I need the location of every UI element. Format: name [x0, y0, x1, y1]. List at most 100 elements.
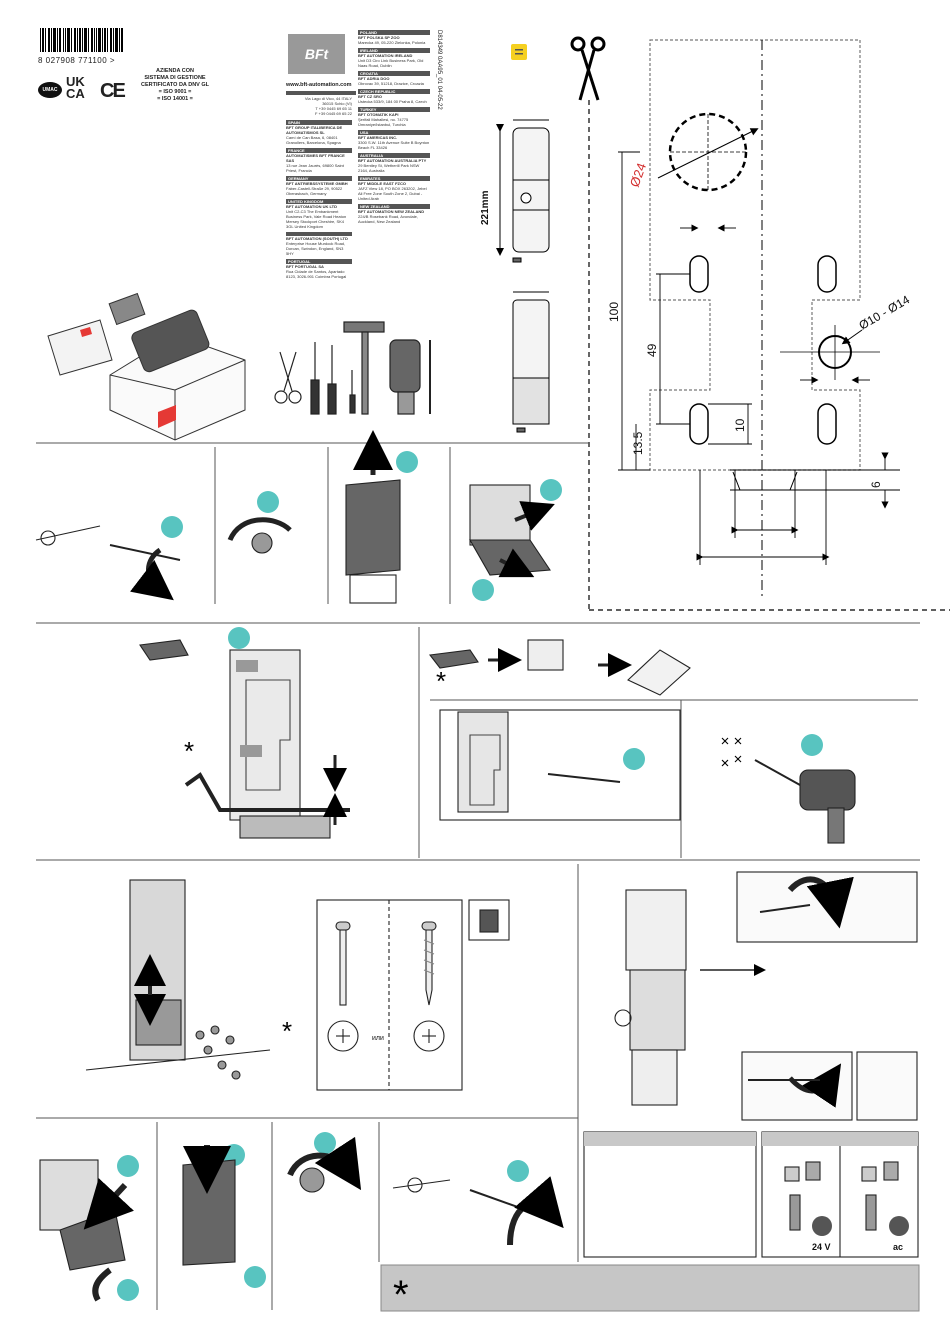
dim-49: 49 — [645, 343, 659, 357]
distributor-address: Unit C2-C3 The Embankment Business Park,… — [286, 209, 347, 229]
distributor-country: CROATIA — [358, 71, 430, 76]
dim-6: 6 — [869, 481, 883, 488]
dim-13-5: 13.5 — [631, 431, 645, 455]
ukca-mark: UK CA — [66, 74, 85, 101]
distributor-name: BFT AUTOMATION UK LTD — [286, 204, 337, 209]
distributor-name: BFT AMERICAS INC. — [358, 135, 398, 140]
brand-hq: Via Lago di Vico, 44 ITALY — [304, 96, 352, 101]
umac-text: UMAC — [42, 87, 58, 93]
distributor-country — [286, 232, 352, 236]
dc-power-icon — [812, 1216, 832, 1236]
distributor-country: NEW ZEALAND — [358, 204, 430, 209]
brand-hq-city: 36015 Schio (VI) — [322, 101, 352, 106]
cut-line — [588, 100, 950, 611]
tools — [274, 321, 431, 415]
bft-logo-text: BFt — [304, 46, 329, 62]
distributor-address: JAFZ View 18, PO BOX 263202, Jebel Ali F… — [358, 186, 427, 201]
distributor-address: Obrovac 39, 51218, Drazice, Croazia — [358, 81, 424, 86]
barcode-bars — [40, 28, 123, 52]
dim-d10-14: Ø10 - Ø14 — [857, 292, 913, 332]
distributor-country: USA — [358, 130, 430, 135]
section-separators — [36, 442, 920, 1119]
cert-line3: CERTIFICATO DA DNV GL — [140, 82, 210, 88]
ukca-bottom: CA — [66, 86, 85, 101]
ce-mark: CE — [100, 80, 126, 102]
cert-line4: = ISO 9001 = — [158, 89, 192, 95]
step-illustrations: * * * — [35, 430, 919, 1302]
barcode — [40, 28, 125, 56]
distributor-country: PORTUGAL — [286, 259, 352, 264]
product-side-view — [512, 291, 550, 433]
asterisk-icon: * — [184, 736, 194, 766]
certification-block: AZIENDA CON SISTEMA DI GESTIONE CERTIFIC… — [130, 68, 220, 103]
label-24v: 24 V — [812, 1242, 831, 1252]
distributor-address: Enterprise House Murdock Road, Dorcan, S… — [286, 241, 346, 256]
distributor-country: TURKEY — [358, 107, 430, 112]
scissors-icon — [570, 36, 606, 101]
distributor-name: BFT AUTOMATION IRELAND — [358, 53, 413, 58]
barcode-digits: 8 027908 771100 > — [38, 56, 116, 65]
distributor-name: BFT AUTOMATION (SOUTH) LTD — [286, 236, 348, 241]
brand-website: www.bft-automation.com — [286, 82, 352, 88]
distributor-name: BFT AUTOMATION NEW ZEALAND — [358, 209, 425, 214]
distributor-country: FRANCE — [286, 148, 352, 153]
distributor-address: Marecka 49, 05-220 Zielonka, Polonia — [358, 40, 426, 45]
drilling-template — [618, 39, 900, 600]
cert-line2: SISTEMA DI GESTIONE — [144, 75, 206, 81]
distributor-address: 3300 S.W. 11th Avenue Suite B Boynton Be… — [358, 140, 430, 150]
screw-or-label: или — [372, 1035, 384, 1042]
label-ac: ac — [893, 1242, 903, 1252]
cert-line5: = ISO 14001 = — [157, 96, 193, 102]
distributor-name: BFT POLSKA SP ZOO — [358, 35, 400, 40]
asterisk-icon: * — [282, 1016, 292, 1046]
distributor-name: BFT AUTOMATION AUSTRALIA PTY — [358, 158, 427, 163]
template-piece — [139, 639, 189, 661]
distributor-country: SPAIN — [286, 120, 352, 125]
distributor-address: 13 rue Jean Jaurès, 69800 Saint Priest, … — [286, 163, 344, 173]
distributor-name: BFT CZ SRO — [358, 94, 382, 99]
distributor-address: Ustecka 533/9, 184 00 Praha 8, Czech — [358, 99, 427, 104]
height-dim: 221mm — [480, 190, 491, 225]
dim-d24: Ø24 — [627, 161, 650, 189]
umac-logo: UMAC — [38, 82, 62, 98]
distributor-name: AUTOMATISMES BFT FRANCE SAS — [286, 153, 345, 163]
distributor-address: Faber-Castell-Straße 29, 90522 Oberasbac… — [286, 186, 343, 196]
distributor-address: 29 Bentley St, Wetherill Park NSW 2164, … — [358, 163, 420, 173]
distributor-name: BFT GROUP ITALIBERICA DE AUTOMATISMOS SL — [286, 125, 343, 135]
asterisk-icon: * — [393, 1273, 409, 1317]
distributor-name: BFT OTOMATIK KAPI — [358, 112, 399, 117]
notice-box — [380, 1264, 920, 1312]
distributor-name: BFT PORTUGAL SA — [286, 264, 324, 269]
box-contents — [47, 292, 246, 441]
distributor-country: AUSTRALIA — [358, 153, 430, 158]
distributor-address: Rua Cidade de Santos, Apartado 8123, 302… — [286, 269, 347, 279]
ukca-top: UK — [66, 74, 85, 89]
distributor-country: UNITED KINGDOM — [286, 199, 352, 204]
brand-hq-phone: T +39 0445 69 65 11 — [315, 106, 352, 111]
cert-line1: AZIENDA CON — [156, 68, 194, 74]
distributor-name: BFT MIDDLE EAST FZCO — [358, 181, 406, 186]
dim-100: 100 — [607, 302, 621, 322]
product-front-view — [496, 119, 550, 263]
distributor-address: Camí de Can Basa, 6, 08401 Granollers, B… — [286, 135, 341, 145]
section-dividers-v — [156, 447, 682, 1310]
brand-hq-fax: F +39 0445 69 65 22 — [314, 111, 352, 116]
distributor-address: Unit D3 Ciro Link Business Park, Old Naa… — [358, 58, 424, 68]
distributor-name: BFT ANTRIEBSSYSTEME GMBH — [286, 181, 348, 186]
